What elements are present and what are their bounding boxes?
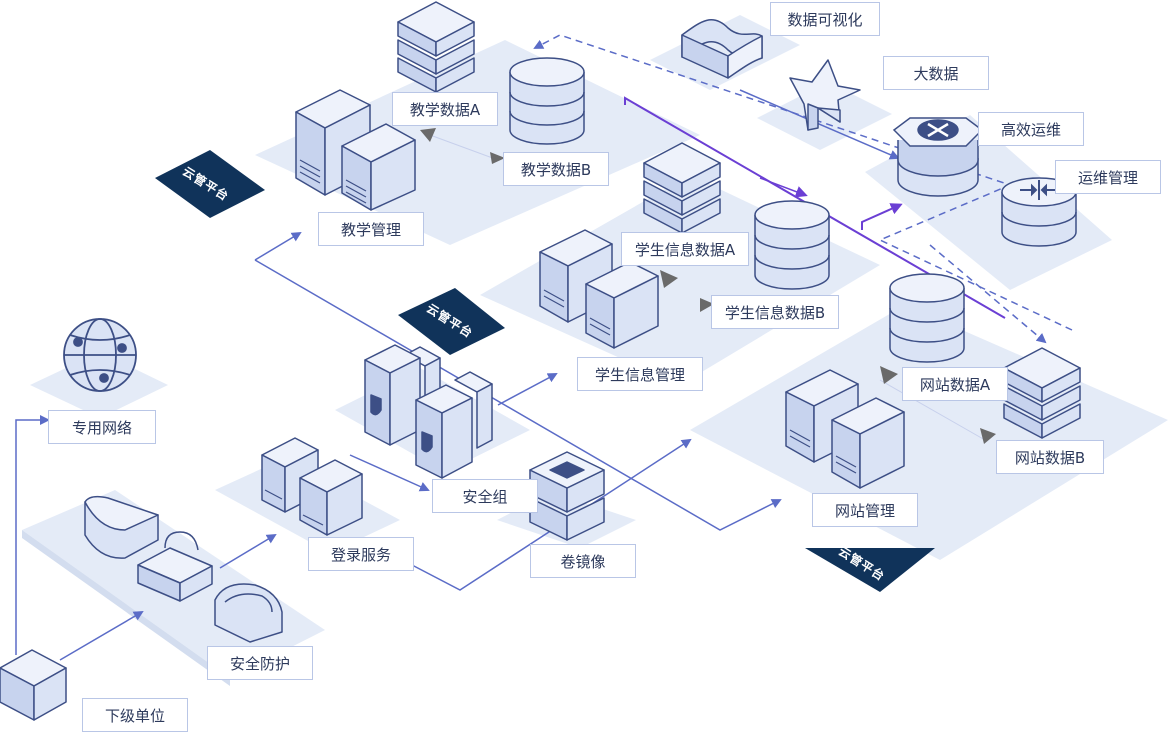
- ops-tool-icon: [892, 117, 984, 197]
- label-login-service: 登录服务: [308, 537, 414, 571]
- label-data-visualization: 数据可视化: [770, 2, 880, 36]
- router-arrows-icon: [1020, 180, 1058, 200]
- label-student-data-a: 学生信息数据A: [621, 232, 749, 266]
- label-website-data-b: 网站数据B: [996, 440, 1104, 474]
- label-private-network: 专用网络: [48, 410, 156, 444]
- big-data-icon: [789, 59, 861, 131]
- label-big-data: 大数据: [883, 56, 989, 90]
- label-efficient-ops: 高效运维: [978, 112, 1084, 146]
- server-icon: [261, 89, 905, 536]
- label-subordinate-unit: 下级单位: [82, 698, 188, 732]
- globe-icon: [63, 318, 137, 392]
- small-gray-arrows: [420, 128, 996, 444]
- security-group-icon: [364, 344, 493, 479]
- volume-image-icon: [529, 451, 605, 541]
- label-website-data-a: 网站数据A: [902, 367, 1008, 401]
- label-security-protection: 安全防护: [207, 646, 313, 680]
- label-student-data-b: 学生信息数据B: [711, 295, 839, 329]
- label-teaching-data-a: 教学数据A: [392, 92, 498, 126]
- cloud-platform-badges: [155, 150, 935, 592]
- label-student-management: 学生信息管理: [577, 357, 703, 391]
- security-protection-icon: [84, 495, 283, 643]
- label-security-group: 安全组: [432, 479, 538, 513]
- label-volume-image: 卷镜像: [530, 544, 636, 578]
- label-teaching-management: 教学管理: [318, 212, 424, 246]
- server-vents: [264, 159, 857, 526]
- subordinate-unit-icon: [0, 649, 67, 721]
- data-visualization-icon: [681, 19, 763, 79]
- label-ops-management: 运维管理: [1055, 160, 1161, 194]
- label-website-management: 网站管理: [812, 493, 918, 527]
- stacked-storage-icon: [397, 1, 1081, 439]
- label-teaching-data-b: 教学数据B: [503, 152, 609, 186]
